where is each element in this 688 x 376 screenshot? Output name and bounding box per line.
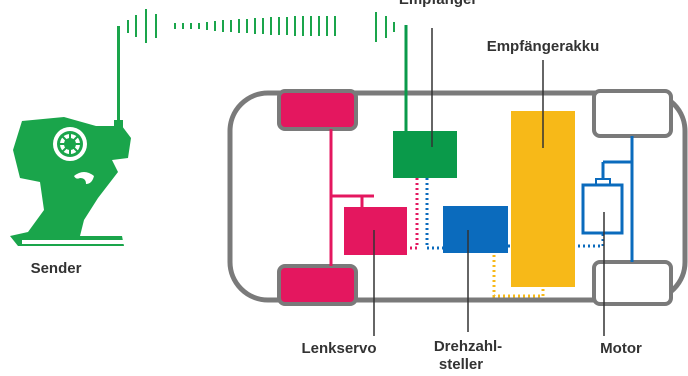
leader-lines	[373, 28, 605, 336]
chassis-outline	[227, 90, 688, 303]
transmitter-icon	[10, 26, 131, 246]
rear-right-wheel	[592, 260, 673, 306]
servo-wire	[407, 178, 419, 250]
steering-linkage	[329, 129, 374, 266]
label-lenkservo: Lenkservo	[301, 340, 376, 357]
rear-left-wheel	[592, 89, 673, 138]
label-empfaengerakku: Empfängerakku	[487, 38, 600, 55]
signal-wave-icon	[127, 9, 395, 43]
esc-box	[443, 206, 508, 253]
label-sender: Sender	[31, 260, 82, 277]
motor-icon	[581, 178, 624, 235]
esc-signal-wire	[425, 178, 444, 250]
front-left-wheel	[277, 89, 358, 131]
label-drehzahlsteller-2: steller	[439, 356, 483, 373]
servo-box	[344, 207, 407, 255]
label-drehzahlsteller-1: Drehzahl-	[434, 338, 502, 355]
front-right-wheel	[277, 264, 358, 306]
receiver-box	[393, 131, 457, 178]
label-empfaenger: Empfänger	[399, 0, 478, 8]
battery-wire	[492, 255, 545, 298]
label-motor: Motor	[600, 340, 642, 357]
